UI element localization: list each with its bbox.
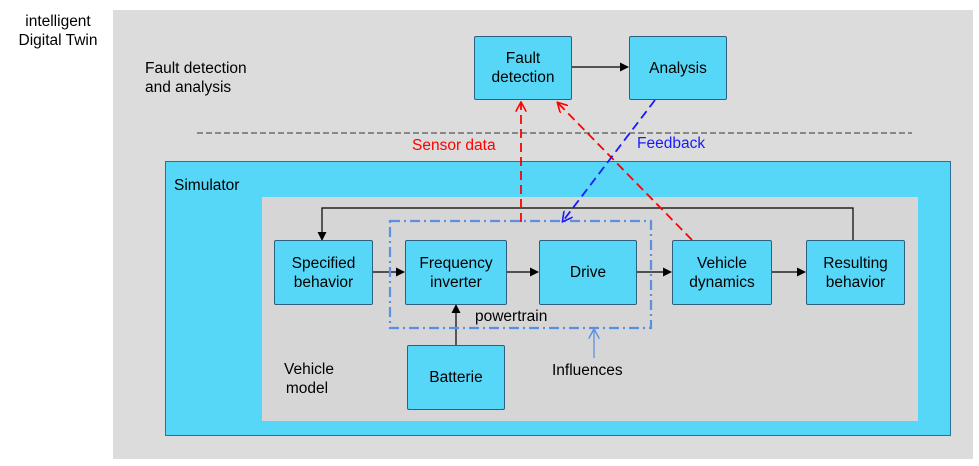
diagram-title: intelligent Digital Twin <box>18 13 98 49</box>
influences-label: Influences <box>552 362 623 379</box>
feedback-label: Feedback <box>637 135 706 152</box>
drive-box: Drive <box>539 240 637 305</box>
batterie-box: Batterie <box>407 345 505 410</box>
arrow-feedback <box>563 99 656 221</box>
analysis-box: Analysis <box>629 36 727 100</box>
vehicle-dynamics-box: Vehicle dynamics <box>672 240 772 305</box>
resulting-behavior-box: Resulting behavior <box>806 240 905 305</box>
vehicle-model-label: Vehicle model <box>284 361 334 397</box>
arrow-sensor-data-dynamics <box>558 103 693 241</box>
powertrain-boundary <box>388 219 653 330</box>
simulator-label: Simulator <box>174 177 240 194</box>
frequency-inverter-box: Frequency inverter <box>405 240 507 305</box>
fault-detection-box: Fault detection <box>474 36 572 100</box>
fault-section-label: Fault detection and analysis <box>145 60 247 96</box>
vehicle-model-container <box>262 197 918 421</box>
specified-behavior-box: Specified behavior <box>274 240 373 305</box>
arrow-feedback-loop <box>317 207 854 241</box>
sensor-data-label: Sensor data <box>412 137 496 154</box>
powertrain-label: powertrain <box>475 308 548 325</box>
